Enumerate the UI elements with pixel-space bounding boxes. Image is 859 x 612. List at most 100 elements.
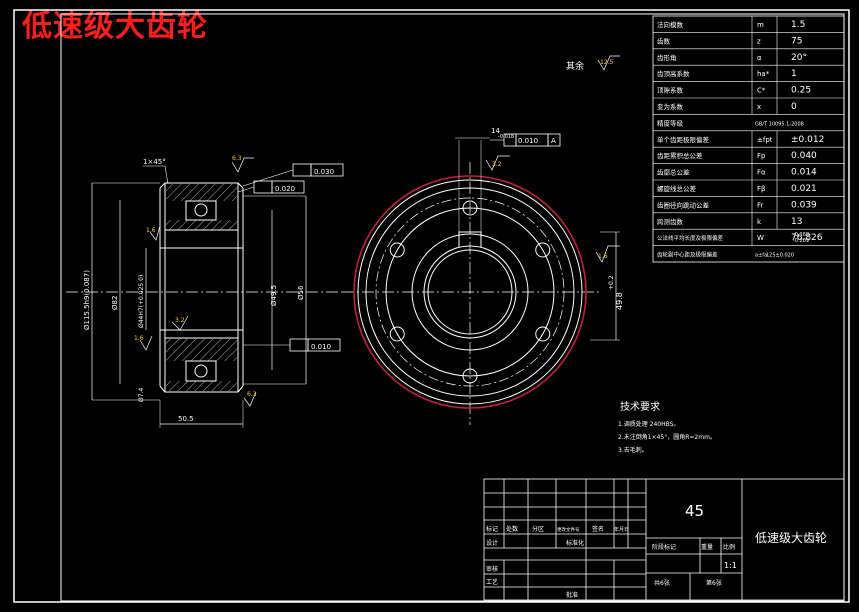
w-upper-dev: -0.168 xyxy=(793,232,809,238)
param-value: 0.039 xyxy=(791,200,817,210)
scale-value: 1:1 xyxy=(724,561,737,570)
front-view-labels: 14 -0.018 0.010 A 49.8 +0.2 3.2 1.6 其余 1… xyxy=(491,59,624,310)
param-name: 精度等级 xyxy=(657,118,684,127)
label-gong: 共6张 xyxy=(654,579,670,587)
label-wenjian: 更改文件号 xyxy=(557,526,580,533)
roughness-hub-2: 1.6 xyxy=(134,335,144,342)
bore-circle xyxy=(423,245,517,339)
lightening-holes xyxy=(389,200,551,384)
root-circle xyxy=(357,179,583,405)
roughness-keyway: 3.2 xyxy=(492,161,502,168)
param-value: 0.25 xyxy=(791,86,811,96)
w-lower-dev: -0.209 xyxy=(793,238,809,244)
param-name: 齿数 xyxy=(657,36,671,45)
tech-req-item-1: 1.调质处理 240HBS。 xyxy=(618,420,679,428)
param-value: 0.040 xyxy=(791,151,817,161)
param-name: 变为系数 xyxy=(657,102,684,111)
tol-parallel-value: 0.010 xyxy=(311,343,331,351)
tech-req-item-2: 2.未注倒角1×45°，圆角R=2mm。 xyxy=(618,433,716,441)
param-value: 1.5 xyxy=(791,20,805,30)
roughness-face: 6.3 xyxy=(232,155,242,162)
label-gongyi: 工艺 xyxy=(486,578,498,586)
rim-dim: Ø82 xyxy=(111,296,119,310)
surface-note: 其余 xyxy=(566,60,584,72)
param-value: GB/T 10095.1-2008 xyxy=(755,121,804,127)
param-name: 齿圈径向跳动公差 xyxy=(657,200,710,209)
label-chushu: 处数 xyxy=(506,525,518,533)
title-block-labels: 45 低速级大齿轮 1:1 标记 处数 分区 更改文件号 签名 年月日 设计 标… xyxy=(486,502,827,599)
label-date: 年月日 xyxy=(614,526,629,533)
roughness-general: 12.5 xyxy=(600,59,614,66)
keyway-depth-tol: +0.2 xyxy=(608,275,615,290)
title-block xyxy=(483,478,845,601)
param-name: 齿廓总公差 xyxy=(657,168,690,177)
label-sheji: 设计 xyxy=(486,539,498,547)
keyway-sym-value: 0.010 xyxy=(518,137,538,145)
drawing-name: 低速级大齿轮 xyxy=(755,531,827,545)
param-symbol: Fr xyxy=(757,201,764,209)
label-shenhe: 审核 xyxy=(486,565,498,573)
param-value: 1 xyxy=(791,69,797,79)
param-symbol: Fβ xyxy=(757,185,766,193)
section-view xyxy=(66,157,344,428)
width-dim: 50.5 xyxy=(178,415,194,423)
web-outer-circle xyxy=(385,207,555,377)
drawing-title: 低速级大齿轮 xyxy=(22,9,208,44)
tech-req-heading: 技术要求 xyxy=(620,400,660,413)
param-symbol: W xyxy=(757,234,764,242)
roughness-face-2: 6.3 xyxy=(247,391,257,398)
tol-radial-value: 0.030 xyxy=(314,168,334,176)
hole xyxy=(462,200,478,216)
hole xyxy=(389,326,405,342)
keyway-depth-dim: 49.8 xyxy=(615,292,624,310)
param-symbol: m xyxy=(757,21,764,29)
param-name: 齿距累积总公差 xyxy=(657,151,703,160)
label-biaoji: 标记 xyxy=(486,525,498,533)
center-distance: 125±0.020 xyxy=(766,253,794,259)
hole xyxy=(389,242,405,258)
hole xyxy=(535,326,551,342)
param-value: 0.021 xyxy=(791,184,817,194)
lower-rim xyxy=(164,337,239,393)
hole xyxy=(462,368,478,384)
param-value: 76.826 xyxy=(791,233,823,243)
param-name: 公法线平均长度及极限偏差 xyxy=(657,234,724,242)
param-name: 齿顶高系数 xyxy=(657,69,690,78)
param-symbol: x xyxy=(757,103,761,111)
param-value: 75 xyxy=(791,36,802,46)
od-dim: Ø115.5h9(0.087) xyxy=(83,270,91,330)
param-table-frame xyxy=(652,15,845,263)
roughness-tooth: 1.6 xyxy=(598,253,608,260)
param-value: ±0.012 xyxy=(791,135,824,145)
chamfer-label: 1×45° xyxy=(143,158,166,166)
param-symbol: C* xyxy=(757,87,766,95)
param-value: a±fa xyxy=(755,253,767,259)
keyway-width-tol: -0.018 xyxy=(498,134,514,140)
bore-inner-circle xyxy=(427,249,513,335)
rim-inner-circle xyxy=(365,187,575,397)
hub-dim: Ø44H7(+0.025 0) xyxy=(138,275,145,328)
label-jieduan: 阶段标记 xyxy=(652,543,676,551)
param-symbol: α xyxy=(757,54,762,62)
param-name: 齿形角 xyxy=(657,53,677,62)
bolt-pitch-circle xyxy=(375,197,565,387)
label-pizhun: 批准 xyxy=(566,591,578,599)
param-name: 单个齿距极限偏差 xyxy=(657,135,710,144)
bore-dim: Ø49.5 xyxy=(270,285,278,306)
param-symbol: ha* xyxy=(757,70,770,78)
material-value: 45 xyxy=(685,502,704,520)
param-symbol: z xyxy=(757,37,761,45)
tech-req-item-3: 3.去毛刺。 xyxy=(618,446,648,454)
param-name: 法向模数 xyxy=(657,20,684,29)
hub-outer-circle xyxy=(411,233,529,351)
tol-runout-value: 0.020 xyxy=(275,185,295,193)
param-symbol: Fα xyxy=(757,169,766,177)
inner-dim: Ø56 xyxy=(297,285,305,300)
keyway-width-dim: 14 xyxy=(491,127,500,135)
param-name: 跨测齿数 xyxy=(657,217,684,226)
label-zhongliang: 重量 xyxy=(701,543,713,551)
front-view xyxy=(342,55,620,425)
section-view-labels: 1×45° 0.030 0.020 0.010 50.5 6.3 1.6 3.2… xyxy=(83,155,334,423)
outer-border xyxy=(13,9,850,603)
param-value: 20° xyxy=(791,53,807,63)
